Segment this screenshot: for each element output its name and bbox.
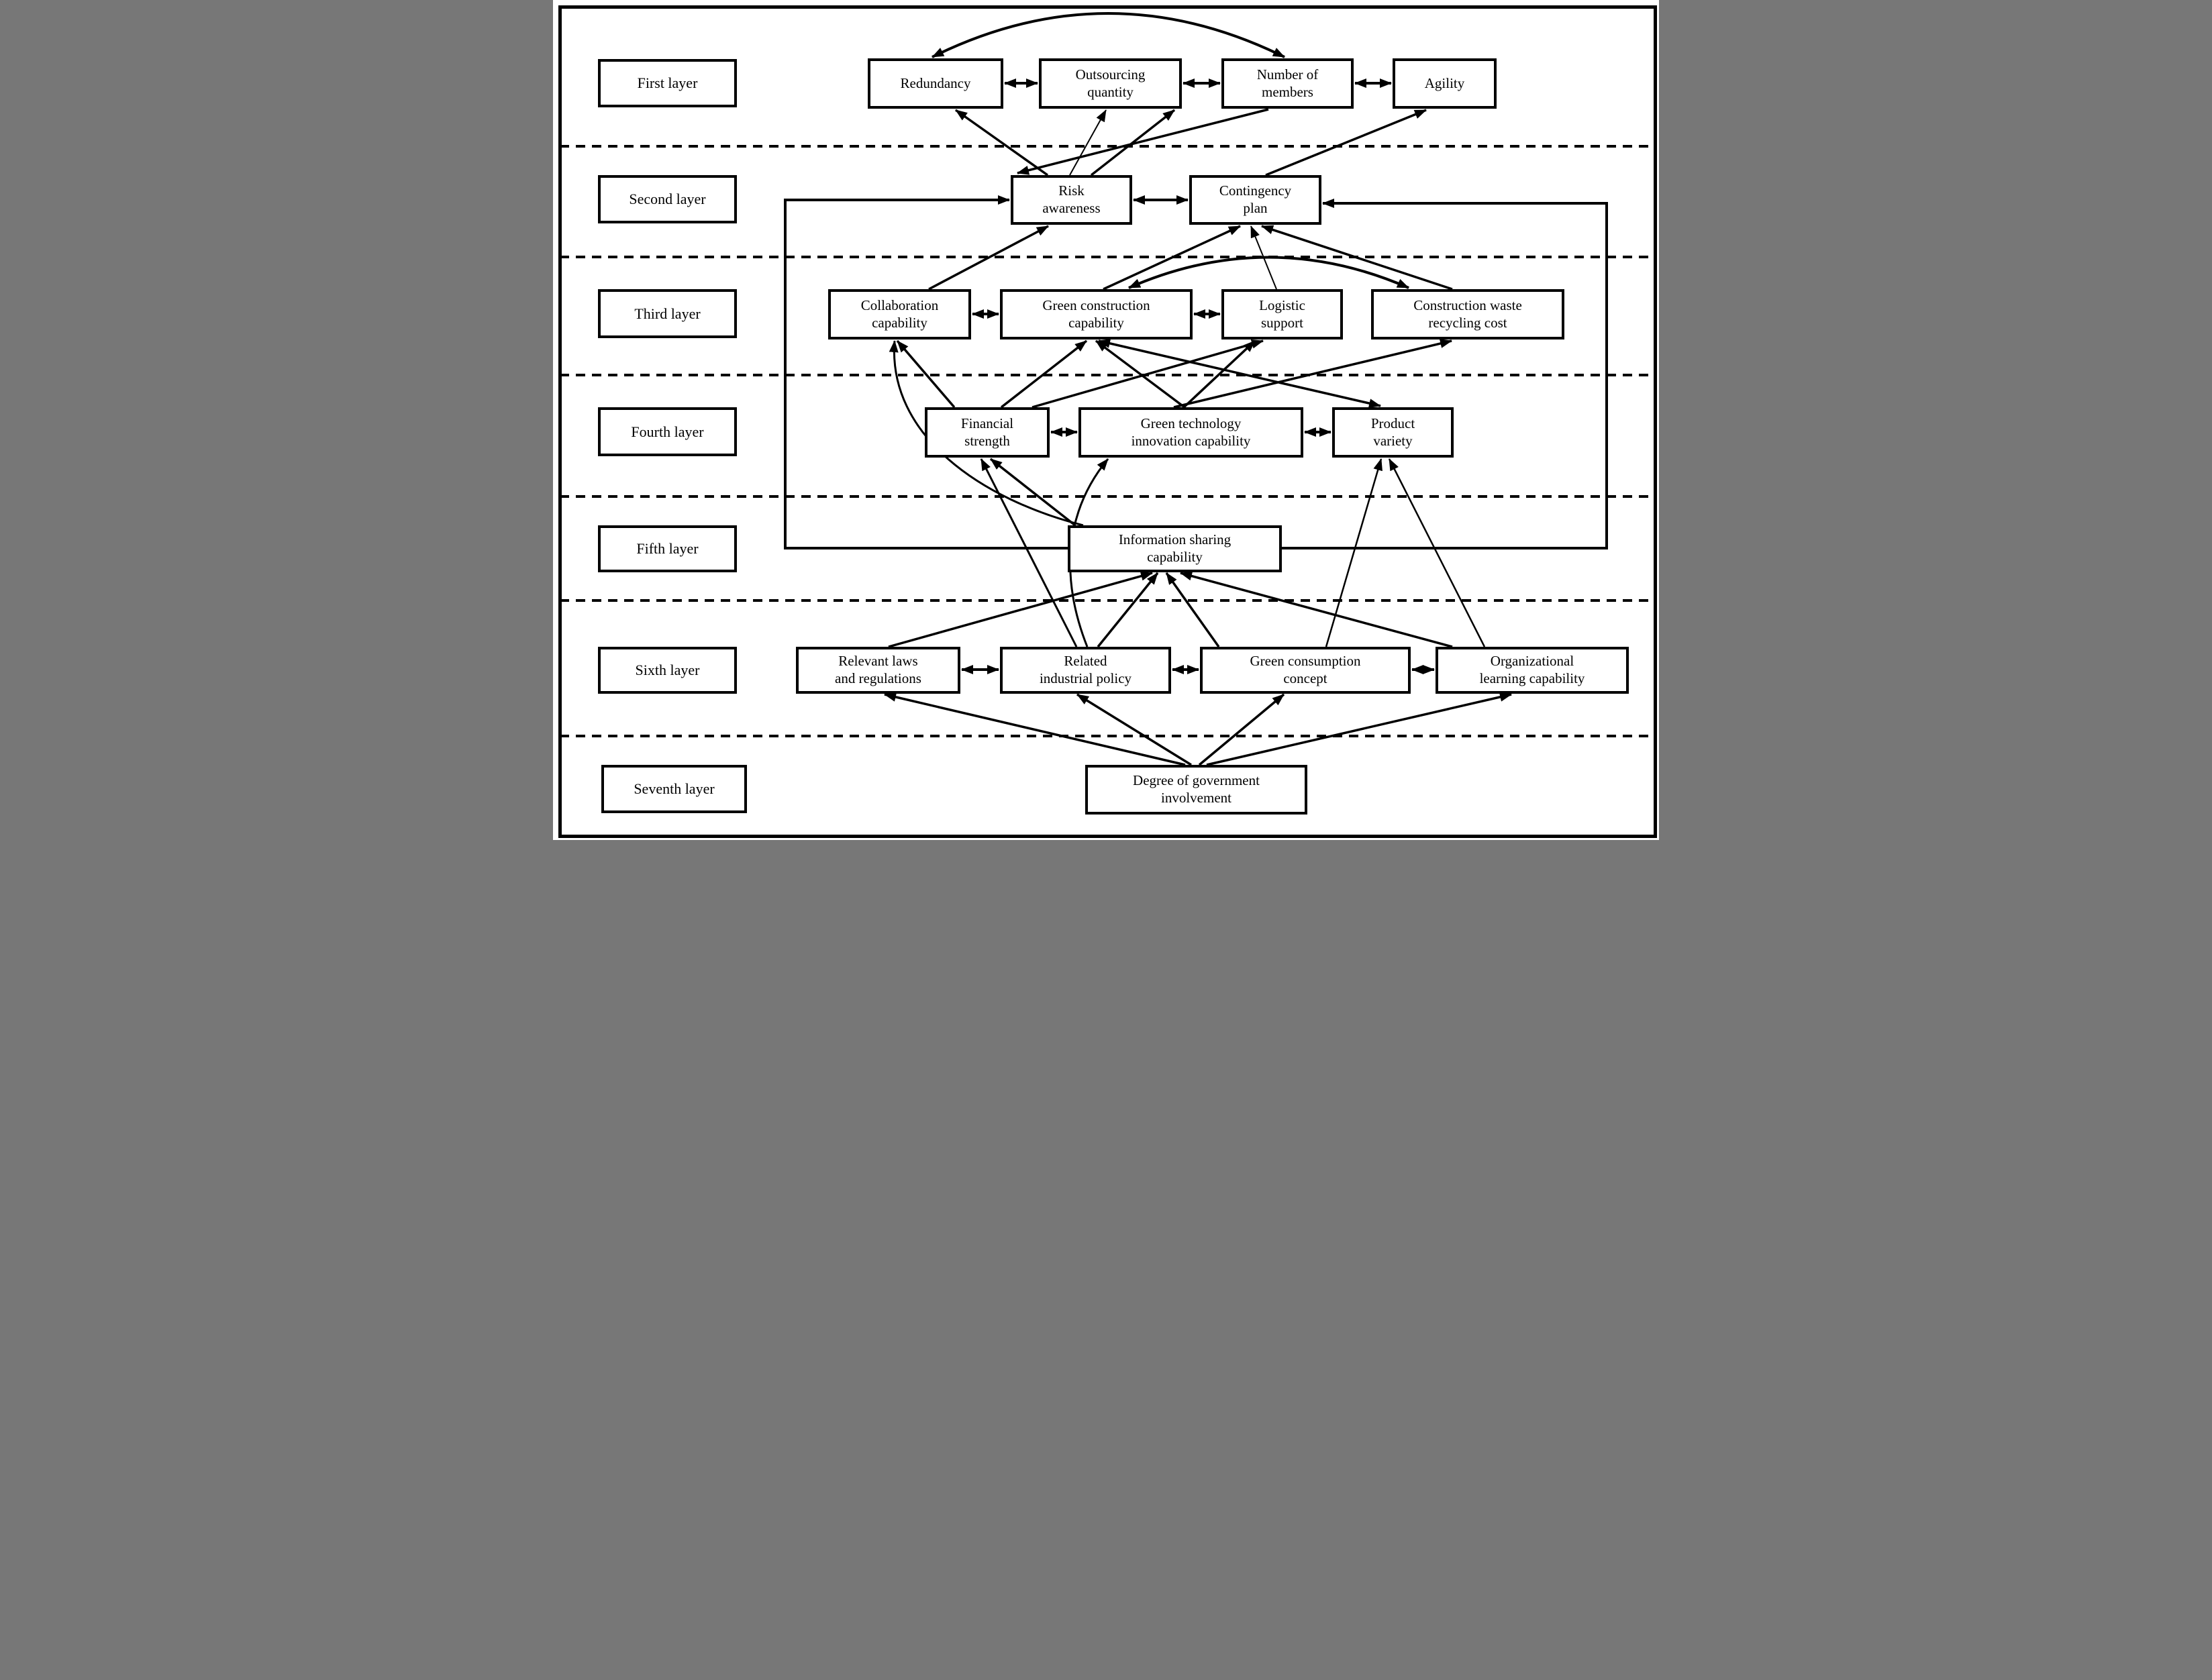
edge-degree-of-government-involvement-to-green-consumption-concept [1198, 693, 1285, 766]
node-outsourcing-quantity: Outsourcing quantity [1039, 58, 1182, 109]
edge-arc-redundancy-number-of-members [932, 12, 1285, 58]
edge-layer [560, 12, 1652, 766]
edge-risk-awareness-to-outsourcing-quantity [1069, 109, 1107, 176]
layer-label-fifth: Fifth layer [598, 525, 737, 572]
node-degree-of-government-involvement: Degree of government involvement [1085, 765, 1307, 815]
edge-contingency-plan-to-agility [1265, 109, 1427, 176]
node-collaboration-capability: Collaboration capability [828, 289, 971, 339]
edge-green-construction-capability-product-variety [1098, 339, 1381, 408]
outer-frame [558, 5, 1657, 838]
edge-information-sharing-capability-to-financial-strength [989, 458, 1076, 527]
node-green-construction-capability: Green construction capability [1000, 289, 1193, 339]
edge-risk-awareness-to-redundancy [954, 109, 1049, 176]
edge-green-consumption-concept-to-product-variety [1325, 458, 1382, 647]
layer-label-fourth: Fourth layer [598, 407, 737, 456]
edge-information-sharing-capability-to-collaboration-capability [889, 340, 1084, 527]
edge-degree-of-government-involvement-to-related-industrial-policy [1076, 693, 1192, 766]
edge-information-sharing-capability-to-risk-awareness [784, 195, 1068, 549]
edge-related-industrial-policy-to-information-sharing-capability [1097, 572, 1159, 648]
node-related-industrial-policy: Related industrial policy [1000, 647, 1171, 694]
node-construction-waste-recycling-cost: Construction waste recycling cost [1371, 289, 1564, 339]
node-risk-awareness: Risk awareness [1011, 175, 1132, 225]
edge-degree-of-government-involvement-to-organizational-learning-capability [1206, 692, 1512, 766]
edge-arc-green-construction-capability-construction-waste-recycling-cost [1128, 256, 1409, 289]
node-product-variety: Product variety [1332, 407, 1454, 458]
node-contingency-plan: Contingency plan [1189, 175, 1321, 225]
layer-label-seventh: Seventh layer [601, 765, 747, 813]
node-redundancy: Redundancy [868, 58, 1003, 109]
layer-label-second: Second layer [598, 175, 737, 223]
edge-organizational-learning-capability-to-product-variety [1388, 458, 1486, 647]
edge-organizational-learning-capability-to-information-sharing-capability [1180, 571, 1453, 648]
edge-green-consumption-concept-to-information-sharing-capability [1165, 572, 1220, 648]
edge-information-sharing-capability-to-contingency-plan [1282, 199, 1608, 549]
node-organizational-learning-capability: Organizational learning capability [1436, 647, 1629, 694]
layer-label-sixth: Sixth layer [598, 647, 737, 694]
node-financial-strength: Financial strength [925, 407, 1050, 458]
node-logistic-support: Logistic support [1221, 289, 1343, 339]
edge-green-construction-capability-to-contingency-plan [1103, 225, 1241, 291]
node-number-of-members: Number of members [1221, 58, 1354, 109]
edge-financial-strength-to-green-construction-capability [1000, 339, 1088, 409]
layer-label-third: Third layer [598, 289, 737, 338]
edge-relevant-laws-and-regulations-to-information-sharing-capability [888, 571, 1153, 648]
layer-separators [560, 145, 1652, 737]
edge-number-of-members-to-risk-awareness [1017, 108, 1269, 175]
layer-label-first: First layer [598, 59, 737, 107]
edge-collaboration-capability-to-risk-awareness [928, 225, 1049, 291]
node-agility: Agility [1393, 58, 1497, 109]
edge-financial-strength-to-collaboration-capability [896, 339, 956, 409]
edge-related-industrial-policy-to-financial-strength [980, 458, 1078, 647]
node-relevant-laws-and-regulations: Relevant laws and regulations [796, 647, 960, 694]
edge-construction-waste-recycling-cost-to-contingency-plan [1261, 225, 1453, 291]
node-green-consumption-concept: Green consumption concept [1200, 647, 1411, 694]
edge-degree-of-government-involvement-to-relevant-laws-and-regulations [884, 692, 1186, 766]
node-information-sharing-capability: Information sharing capability [1068, 525, 1282, 572]
ism-hierarchy-figure: First layer Second layer Third layer Fou… [553, 0, 1659, 840]
edge-risk-awareness-to-number-of-members [1090, 109, 1176, 176]
node-green-technology-innovation-capability: Green technology innovation capability [1078, 407, 1303, 458]
